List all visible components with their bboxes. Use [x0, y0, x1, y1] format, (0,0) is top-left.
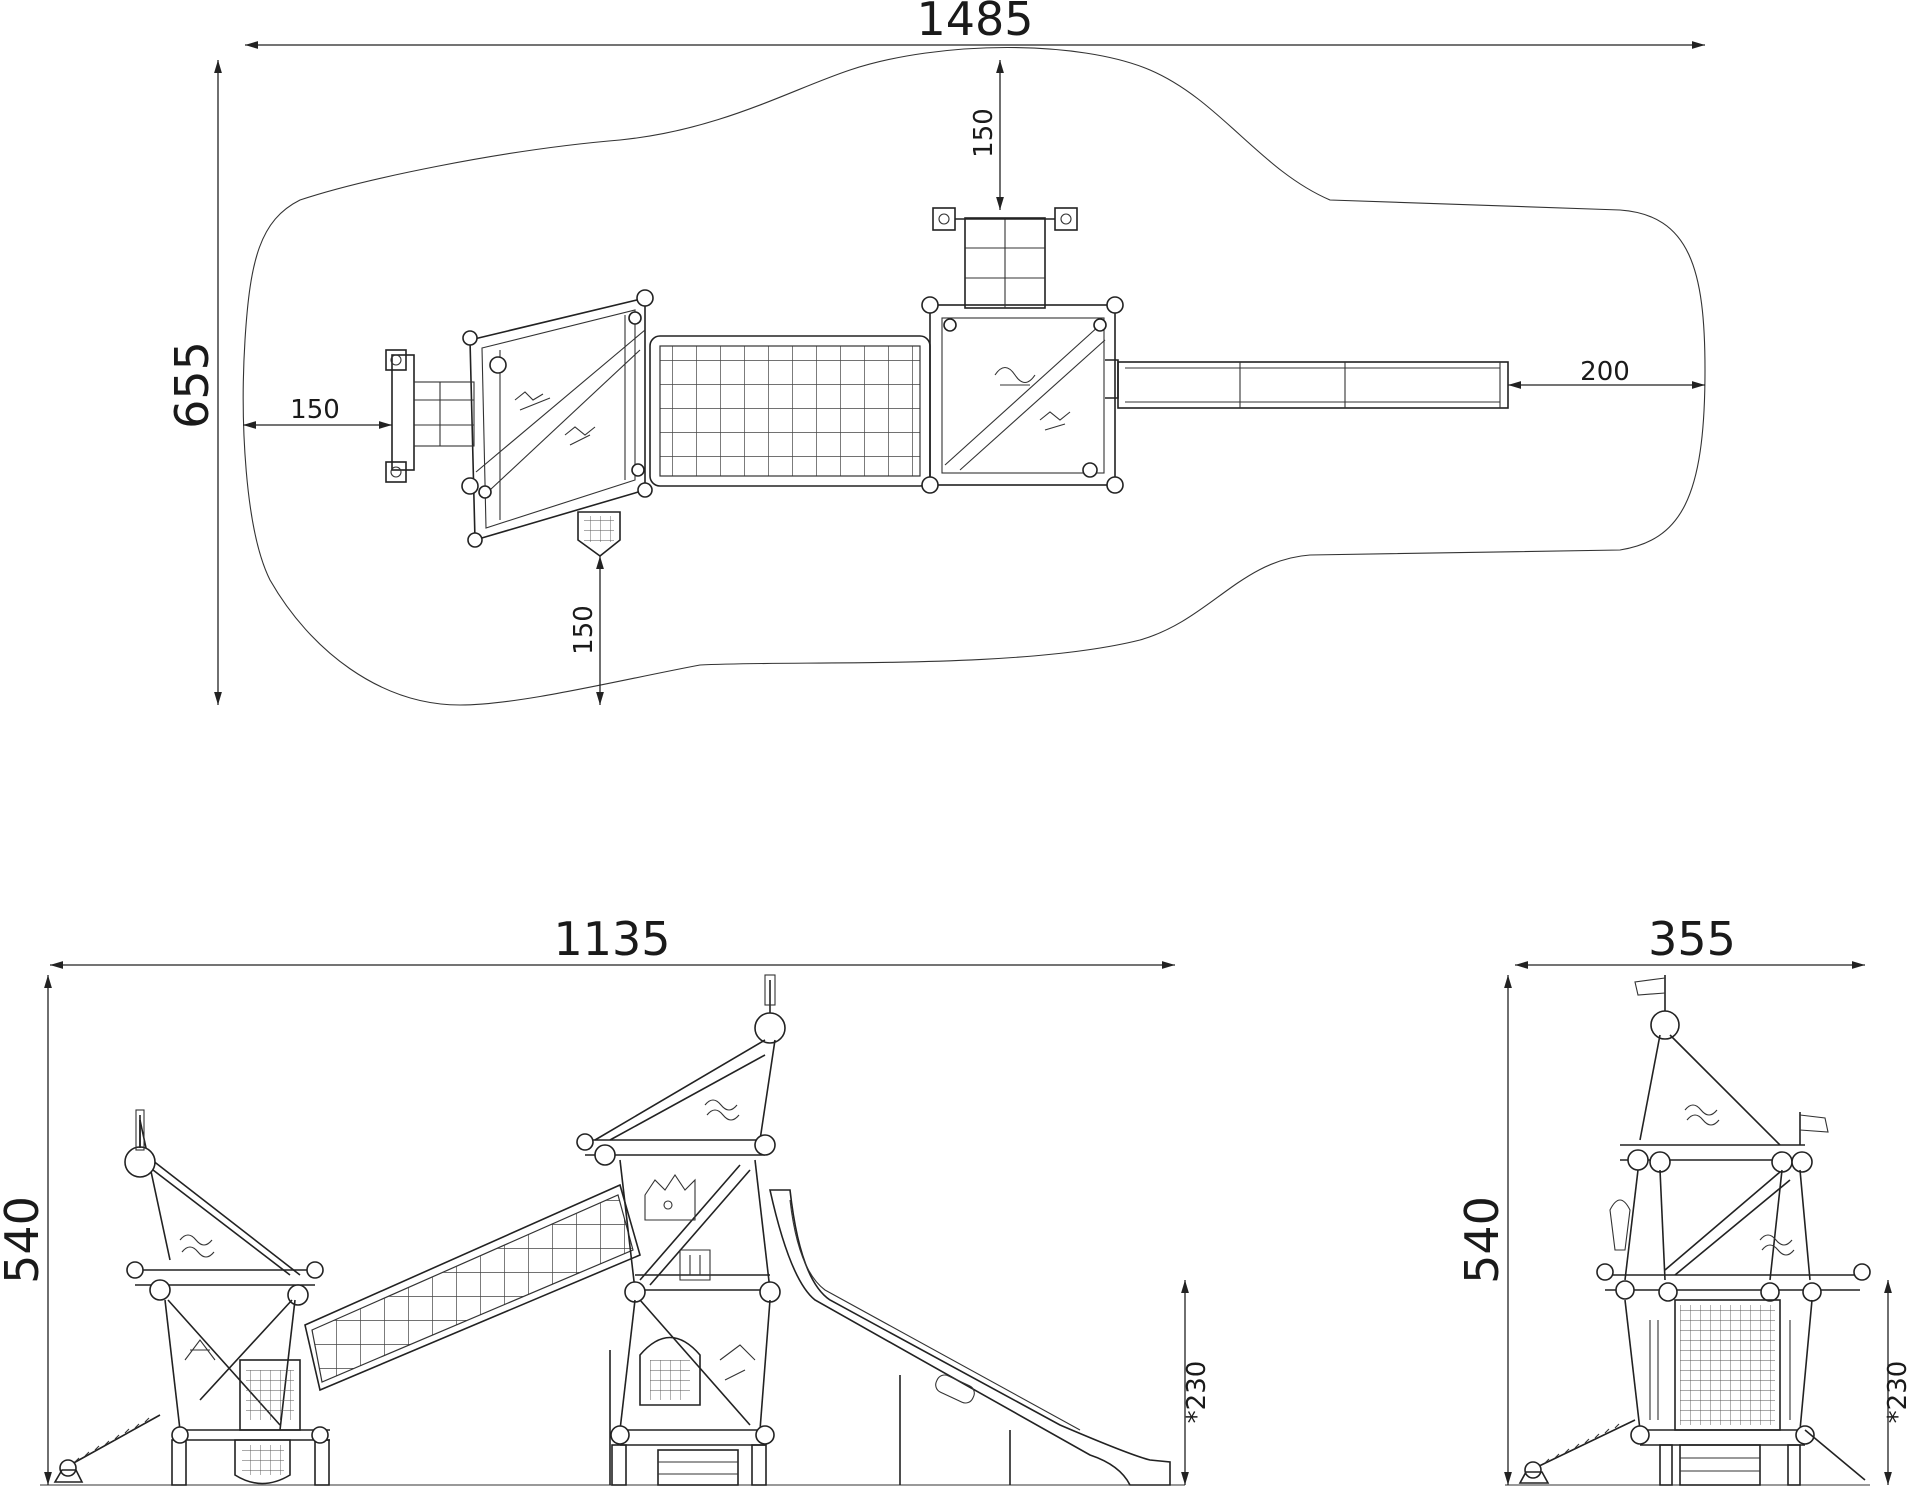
- safety-zone-outline: [242, 46, 1706, 706]
- dim-clearance-right: 200: [1580, 357, 1630, 387]
- plan-view: 1485 655 150 150 150 200: [165, 0, 1706, 706]
- net-bridge-side: [304, 1183, 641, 1392]
- dim-side-height: 540: [0, 1196, 49, 1284]
- dim-side-length: 1135: [553, 912, 670, 966]
- end-view: 355 540 *230: [1455, 912, 1913, 1486]
- left-tower-side: [53, 1109, 330, 1486]
- tower-end: [1518, 975, 1871, 1486]
- right-tower-side: [576, 974, 786, 1486]
- slide-plan: [1117, 361, 1509, 409]
- left-entry-plan: [385, 349, 475, 483]
- slide-side: [769, 1189, 1171, 1486]
- dim-clearance-left: 150: [290, 395, 340, 425]
- left-tower-plan: [461, 289, 654, 548]
- side-view: 1135 540 *230: [0, 912, 1212, 1486]
- dim-overall-width: 655: [165, 341, 219, 429]
- dim-end-platform-height: *230: [1883, 1361, 1913, 1424]
- dim-clearance-bottom: 150: [569, 605, 599, 655]
- top-entry-plan: [932, 207, 1078, 309]
- right-tower-plan: [921, 296, 1124, 494]
- dim-end-width: 355: [1648, 912, 1736, 966]
- dim-overall-length: 1485: [916, 0, 1033, 46]
- hanging-net-plan: [577, 511, 621, 558]
- dim-end-height: 540: [1455, 1196, 1509, 1284]
- dim-clearance-top: 150: [969, 108, 999, 158]
- dim-side-platform-height: *230: [1182, 1361, 1212, 1424]
- net-tunnel-plan: [649, 335, 931, 487]
